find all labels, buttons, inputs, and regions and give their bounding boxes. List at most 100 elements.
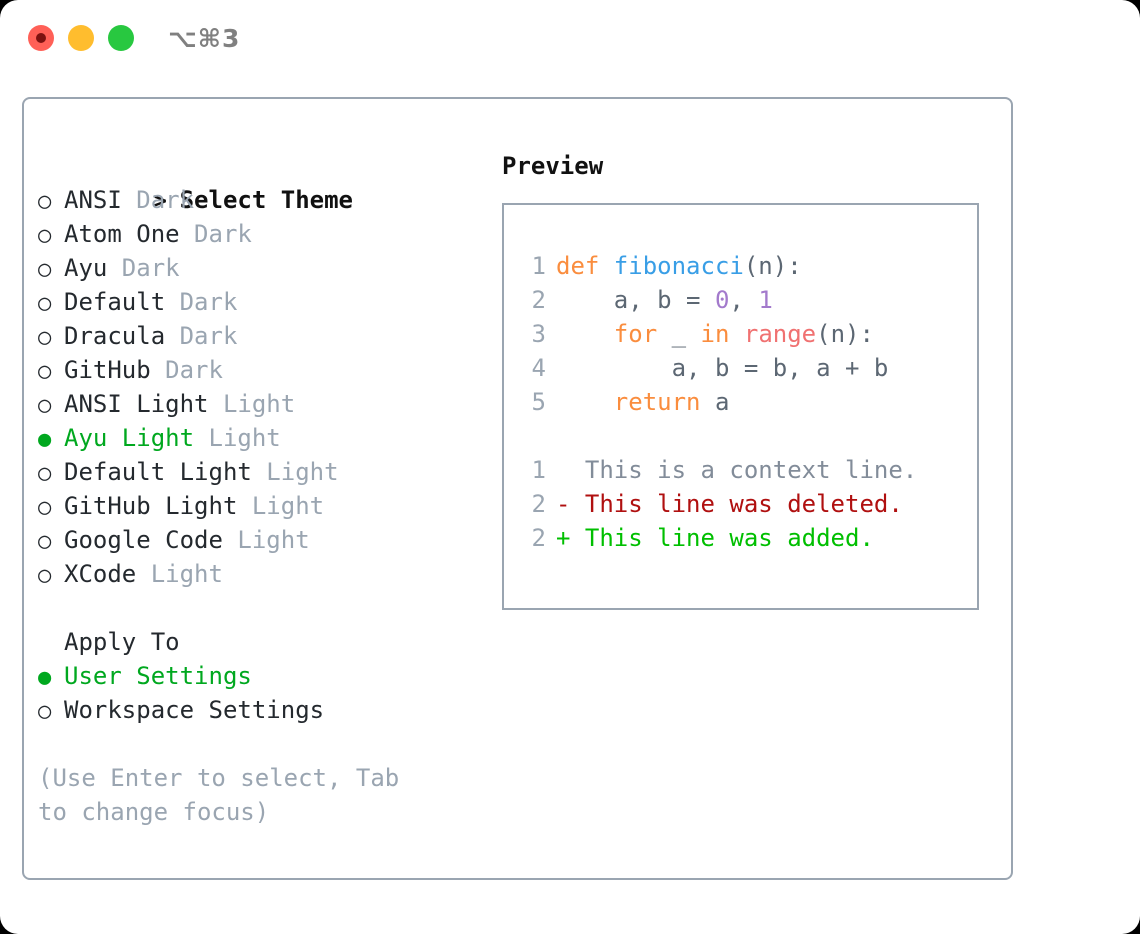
apply-to-header: Apply To bbox=[64, 628, 180, 656]
theme-variant-label: Light bbox=[251, 458, 339, 486]
code-token: , bbox=[729, 286, 759, 314]
code-token: 1 bbox=[758, 286, 773, 314]
line-number: 2 bbox=[531, 490, 546, 518]
radio-unselected-icon: ○ bbox=[38, 223, 52, 248]
theme-option-github[interactable]: ○ GitHub Dark bbox=[38, 353, 468, 387]
code-line: 3 for _ in range(n): bbox=[516, 317, 969, 351]
window-titlebar: ⌥⌘3 bbox=[0, 0, 1140, 76]
line-number: 2 bbox=[531, 286, 546, 314]
apply-option-workspace-settings[interactable]: ○ Workspace Settings bbox=[38, 693, 468, 727]
code-line: 4 a, b = b, a + b bbox=[516, 351, 969, 385]
apply-option-label: Workspace Settings bbox=[64, 696, 325, 724]
code-line: 5 return a bbox=[516, 385, 969, 419]
theme-option-label: GitHub Light bbox=[64, 492, 238, 520]
code-token: in bbox=[700, 320, 730, 348]
radio-unselected-icon: ○ bbox=[38, 393, 52, 418]
theme-option-ansi-light[interactable]: ○ ANSI Light Light bbox=[38, 387, 468, 421]
radio-unselected-icon: ○ bbox=[38, 461, 52, 486]
line-number: 3 bbox=[531, 320, 546, 348]
diff-sign bbox=[556, 456, 570, 484]
code-token: a, b = b, a + b bbox=[556, 354, 889, 382]
theme-option-ansi[interactable]: ○ ANSI Dark bbox=[38, 183, 468, 217]
header-arrow-icon: > bbox=[153, 189, 167, 214]
apply-option-label: User Settings bbox=[64, 662, 252, 690]
code-token: fibonacci bbox=[613, 252, 744, 280]
theme-option-label: Default Light bbox=[64, 458, 252, 486]
apply-option-user-settings[interactable]: ●User Settings bbox=[38, 659, 468, 693]
theme-variant-label: Dark bbox=[179, 220, 252, 248]
radio-unselected-icon: ○ bbox=[38, 563, 52, 588]
theme-option-label: Ayu bbox=[64, 254, 108, 282]
recording-indicator-icon bbox=[36, 33, 46, 43]
radio-selected-icon: ● bbox=[38, 427, 52, 452]
code-line: 2 a, b = 0, 1 bbox=[516, 283, 969, 317]
diff-text: This line was deleted. bbox=[570, 490, 903, 518]
theme-variant-label: Dark bbox=[107, 254, 180, 282]
code-token: _ bbox=[657, 320, 701, 348]
theme-option-default[interactable]: ○Default Dark bbox=[38, 285, 468, 319]
code-token: a bbox=[700, 388, 730, 416]
theme-option-ayu-light[interactable]: ● Ayu Light Light bbox=[38, 421, 468, 455]
radio-unselected-icon: ○ bbox=[38, 189, 52, 214]
theme-variant-label: Light bbox=[222, 526, 310, 554]
code-spacer bbox=[516, 419, 969, 453]
theme-variant-label: Dark bbox=[121, 186, 195, 214]
maximize-button[interactable] bbox=[108, 25, 134, 51]
theme-option-label: XCode bbox=[64, 560, 137, 588]
theme-variant-label: Light bbox=[194, 424, 281, 452]
theme-variant-label: Light bbox=[136, 560, 223, 588]
theme-option-label: ANSI bbox=[64, 186, 122, 214]
theme-option-default-light[interactable]: ○ Default Light Light bbox=[38, 455, 468, 489]
theme-variant-label: Dark bbox=[165, 322, 238, 350]
select-theme-header-label: Select Theme bbox=[179, 186, 353, 214]
theme-options-list[interactable]: ○ANSI Dark○Atom One Dark○Ayu Dark○Defaul… bbox=[38, 183, 468, 591]
code-token bbox=[729, 320, 743, 348]
theme-option-ayu[interactable]: ○Ayu Dark bbox=[38, 251, 468, 285]
theme-option-label: GitHub bbox=[64, 356, 151, 384]
select-theme-header: > Select Theme bbox=[38, 149, 468, 214]
code-token: (n): bbox=[743, 252, 802, 280]
theme-picker-panel: >Select Theme ○ANSI Dark○Atom One Dark○A… bbox=[22, 97, 1013, 880]
theme-variant-label: Light bbox=[237, 492, 325, 520]
diff-text: This line was added. bbox=[570, 524, 874, 552]
theme-option-dracula[interactable]: ○ Dracula Dark bbox=[38, 319, 468, 353]
theme-option-atom-one[interactable]: ○ Atom One Dark bbox=[38, 217, 468, 251]
radio-unselected-icon: ○ bbox=[38, 529, 52, 554]
radio-unselected-icon: ○ bbox=[38, 291, 52, 316]
code-token: a, b = bbox=[556, 286, 715, 314]
diff-sign: + bbox=[556, 524, 571, 552]
theme-variant-label: Light bbox=[208, 390, 296, 418]
theme-option-label: Default bbox=[64, 288, 166, 316]
theme-option-label: Atom One bbox=[64, 220, 180, 248]
line-number: 1 bbox=[531, 456, 546, 484]
diff-sample: 1 This is a context line.2- This line wa… bbox=[516, 453, 969, 555]
code-token: (n): bbox=[816, 320, 874, 348]
theme-option-label: Ayu Light bbox=[64, 424, 195, 452]
radio-unselected-icon: ○ bbox=[38, 495, 52, 520]
minimize-button[interactable] bbox=[68, 25, 94, 51]
theme-option-label: Dracula bbox=[64, 322, 166, 350]
apply-to-options-list[interactable]: ●User Settings ○ Workspace Settings bbox=[38, 659, 468, 727]
diff-line-ctx: 1 This is a context line. bbox=[516, 453, 969, 487]
line-number: 4 bbox=[531, 354, 546, 382]
radio-unselected-icon: ○ bbox=[38, 359, 52, 384]
theme-option-github-light[interactable]: ○ GitHub Light Light bbox=[38, 489, 468, 523]
close-button[interactable] bbox=[28, 25, 54, 51]
line-number: 5 bbox=[531, 388, 546, 416]
radio-unselected-icon: ○ bbox=[38, 699, 52, 724]
theme-option-label: ANSI Light bbox=[64, 390, 209, 418]
code-token: for bbox=[613, 320, 658, 348]
theme-option-xcode[interactable]: ○ XCode Light bbox=[38, 557, 468, 591]
diff-text: This is a context line. bbox=[570, 456, 918, 484]
radio-unselected-icon: ○ bbox=[38, 325, 52, 350]
diff-line-del: 2- This line was deleted. bbox=[516, 487, 969, 521]
code-token: return bbox=[613, 388, 701, 416]
theme-option-google-code[interactable]: ○Google Code Light bbox=[38, 523, 468, 557]
theme-variant-label: Dark bbox=[150, 356, 223, 384]
